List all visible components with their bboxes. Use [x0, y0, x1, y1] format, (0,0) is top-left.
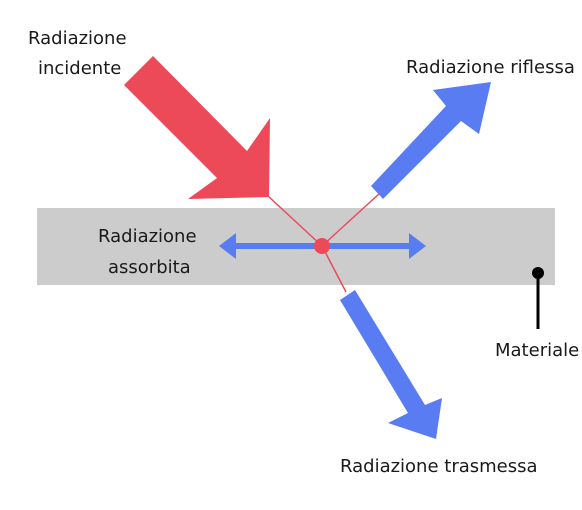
incident-radiation-arrow: [124, 56, 270, 199]
interaction-point: [314, 238, 330, 254]
incident-guide-line: [267, 195, 323, 247]
transmitted-guide-line: [321, 245, 347, 293]
absorbed-label-line2: assorbita: [108, 257, 191, 278]
material-pointer: [532, 267, 544, 329]
material-label: Materiale: [495, 340, 579, 361]
transmitted-label: Radiazione trasmessa: [340, 456, 538, 477]
absorbed-label-line1: Radiazione: [98, 226, 197, 247]
reflected-label: Radiazione riflessa: [406, 57, 575, 78]
reflected-guide-line: [321, 192, 381, 247]
reflected-radiation-arrow: [371, 82, 491, 199]
incident-label-line1: Radiazione: [28, 28, 127, 49]
transmitted-radiation-arrow: [340, 290, 442, 439]
guide-lines: [267, 192, 381, 293]
incident-label-line2: incidente: [38, 58, 121, 79]
